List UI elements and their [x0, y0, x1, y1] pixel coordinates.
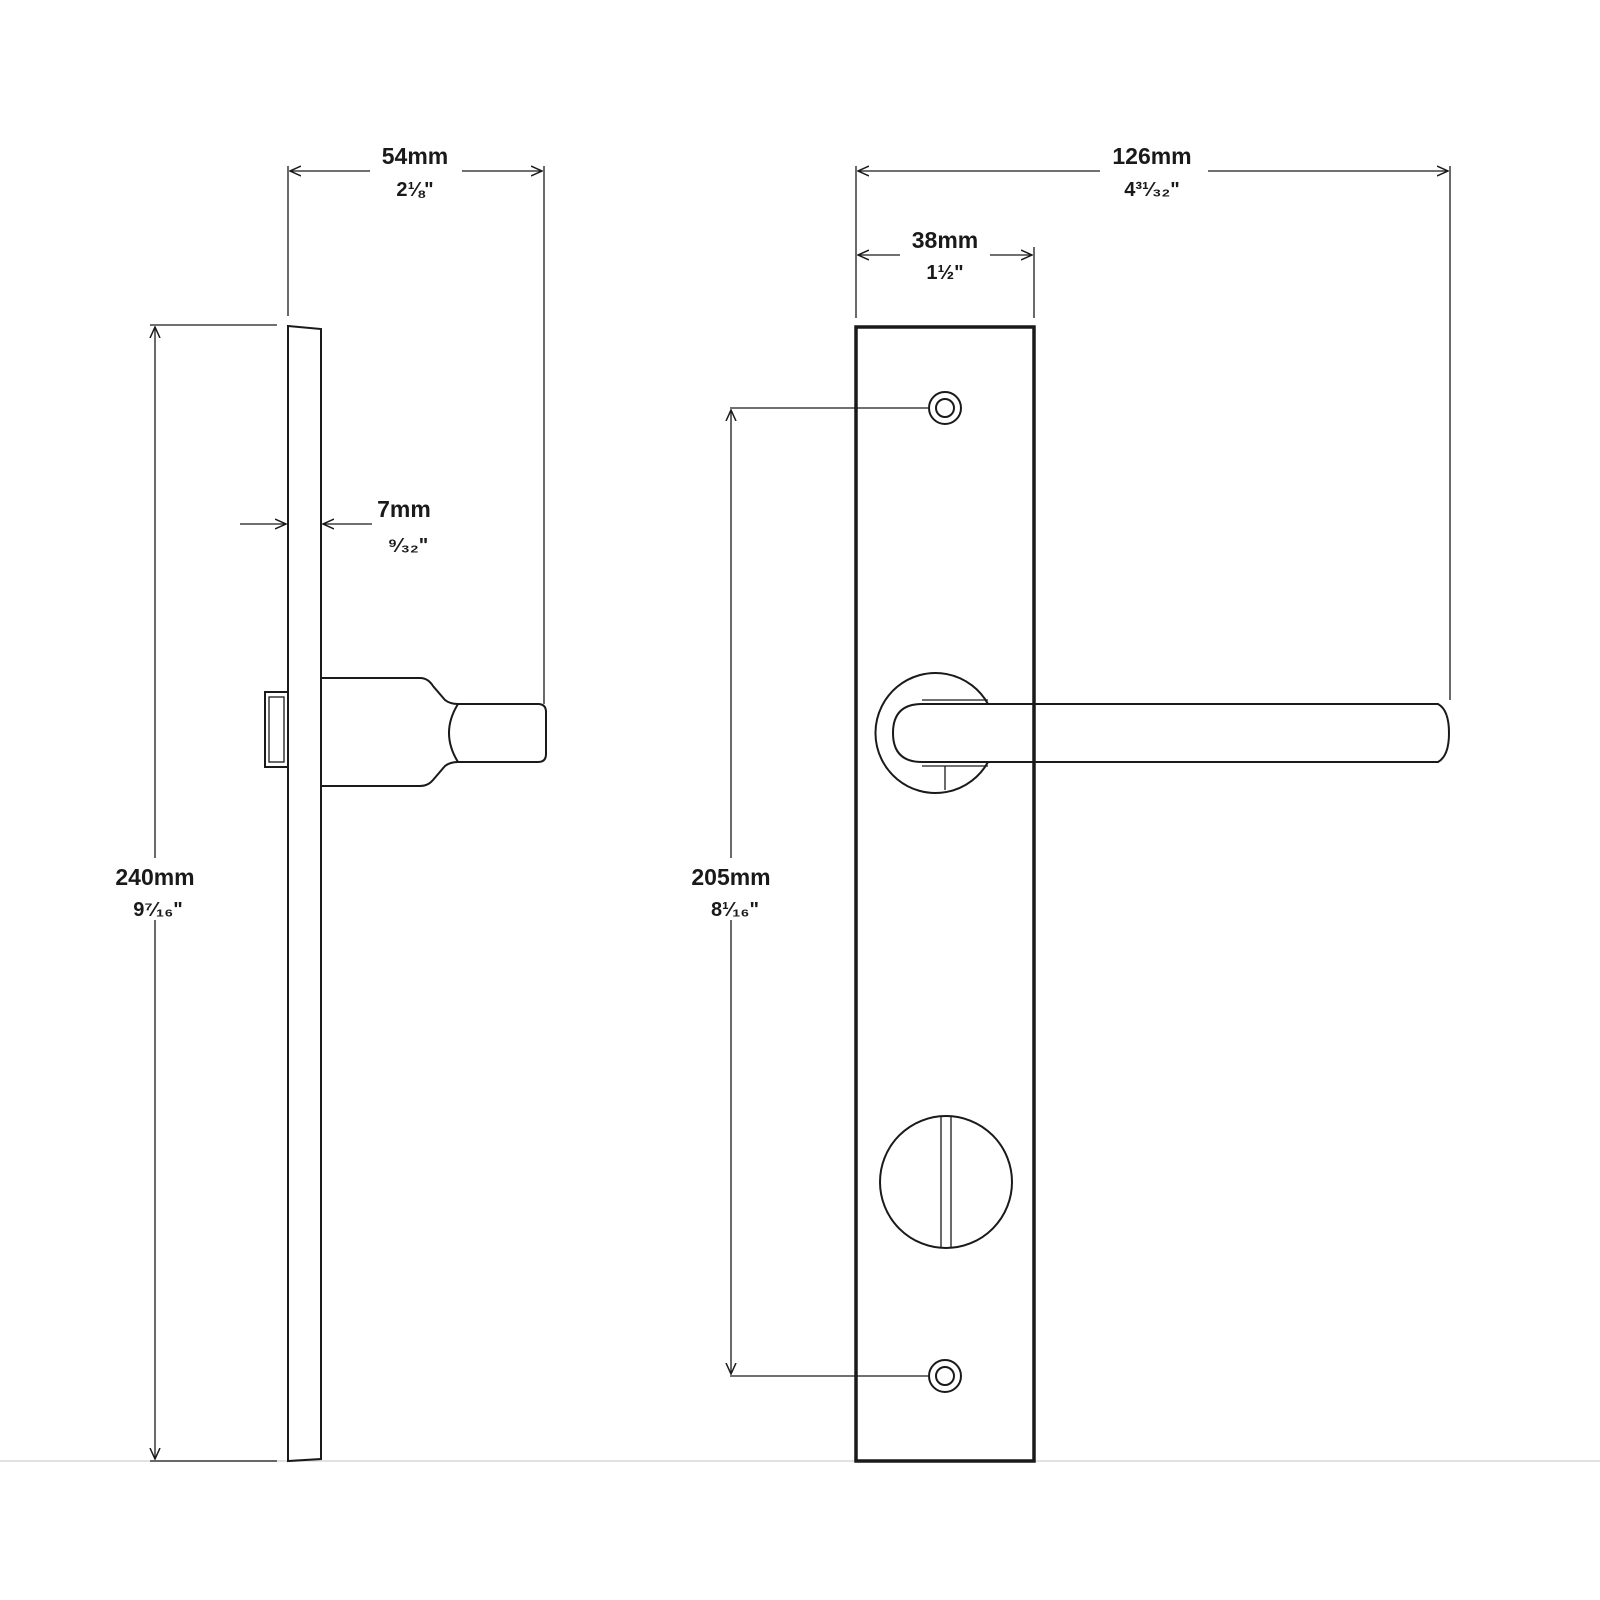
dim-126-mm-label: 126mm	[1112, 143, 1191, 169]
side-lever-end	[448, 703, 459, 763]
privacy-turn	[879, 1115, 1013, 1249]
dim-240-inch-label: 9⁷⁄₁₆"	[133, 899, 183, 921]
lever-handle	[891, 703, 1451, 763]
dim-7-mm-label: 7mm	[377, 496, 431, 522]
dim-54-mm-label: 54mm	[382, 143, 448, 169]
front-backplate	[854, 325, 1036, 1463]
dim-38-mm-label: 38mm	[912, 227, 978, 253]
side-view: 54mm 2⅛" 7mm ⁹⁄₃₂" 240mm 9⁷⁄₁₆"	[115, 143, 547, 1463]
dim-240-mm-label: 240mm	[115, 864, 194, 890]
lever-rose	[874, 672, 989, 794]
side-spindle	[264, 691, 289, 768]
dim-205-inch-label: 8¹⁄₁₆"	[711, 899, 759, 921]
bottom-fixing-screw	[928, 1359, 962, 1393]
top-fixing-screw	[928, 391, 962, 425]
side-lever-collar	[320, 677, 547, 787]
dim-7-inch-label: ⁹⁄₃₂"	[388, 535, 428, 557]
dim-126-inch-label: 4³¹⁄₃₂"	[1124, 179, 1179, 201]
side-backplate	[287, 324, 322, 1463]
dim-38-inch-label: 1½"	[926, 262, 963, 284]
dim-54-inch-label: 2⅛"	[396, 179, 433, 201]
front-view: 126mm 4³¹⁄₃₂" 38mm 1½" 205mm 8¹⁄₁₆"	[691, 143, 1451, 1463]
dim-205-mm-label: 205mm	[691, 864, 770, 890]
